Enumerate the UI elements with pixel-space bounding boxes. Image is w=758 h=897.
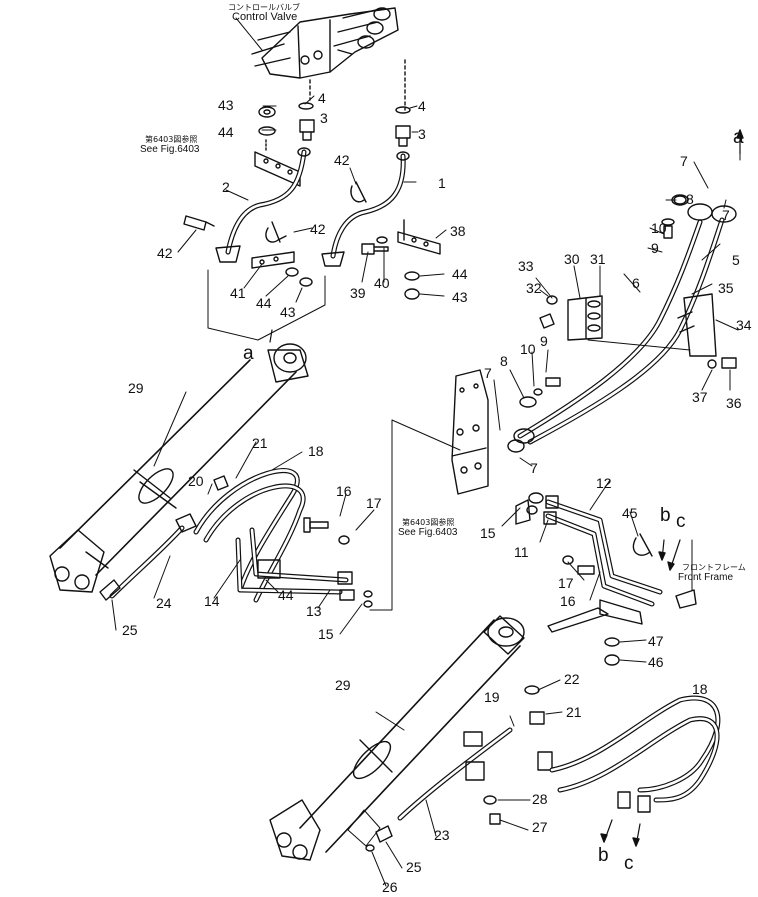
part-number-label: 19 [484,689,500,705]
part-number-label: 36 [726,395,742,411]
boom-cylinder-upper [49,343,309,593]
part-number-label: 43 [280,304,296,320]
part-number-label: 29 [335,677,351,693]
part-number-label: 4 [318,90,326,106]
part-number-label: 37 [692,389,708,405]
part-number-label: 44 [218,124,234,140]
part-number-label: 31 [590,251,606,267]
part-number-label: 2 [222,179,230,195]
part-number-label: 33 [518,258,534,274]
part-number-label: 18 [308,443,324,459]
part-number-label: 22 [564,671,580,687]
boom-cylinder-lower [269,615,525,861]
part-number-label: 9 [651,240,659,256]
part-number-label: 17 [366,495,382,511]
ref-letter-c-bot: c [624,853,634,874]
part-number-label: 7 [484,365,492,381]
part-number-label: 8 [686,191,694,207]
part-number-label: 16 [560,593,576,609]
part-number-label: 15 [480,525,496,541]
part-number-label: 44 [452,266,468,282]
part-number-label: 10 [651,220,667,236]
part-number-label: 38 [450,223,466,239]
ref-letter-a-top: a [733,127,744,148]
control-valve-caption: Control Valve [232,11,298,23]
part-number-label: 7 [530,460,538,476]
ref-letter-c-mid: c [676,511,686,532]
part-number-label: 16 [336,483,352,499]
part-number-label: 44 [278,587,294,603]
part-number-label: 46 [648,654,664,670]
see-fig-caption-top: See Fig.6403 [140,144,200,155]
part-number-label: 39 [350,285,366,301]
part-number-label: 15 [318,626,334,642]
part-number-label: 42 [157,245,173,261]
part-number-label: 5 [732,252,740,268]
part-number-label: 32 [526,280,542,296]
part-number-label: 42 [334,152,350,168]
part-number-label: 34 [736,317,752,333]
part-number-label: 25 [406,859,422,875]
see-fig-caption-mid: See Fig.6403 [398,527,458,538]
front-frame-caption-jp: フロントフレーム [682,563,746,572]
part-number-label: 25 [122,622,138,638]
part-number-label: 12 [596,475,612,491]
part-number-label: 13 [306,603,322,619]
part-number-label: 30 [564,251,580,267]
part-number-label: 42 [310,221,326,237]
part-number-label: 18 [692,681,708,697]
part-number-label: 14 [204,593,220,609]
part-number-label: 7 [722,207,730,223]
ref-letter-b-bot: b [598,845,609,866]
see-fig-caption-jp-top: 第6403図参照 [145,135,198,144]
part-number-label: 7 [680,153,688,169]
part-number-label: 43 [452,289,468,305]
part-number-label: 3 [418,126,426,142]
part-number-label: 45 [622,505,638,521]
part-number-label: 3 [320,110,328,126]
ref-letter-b-mid: b [660,505,671,526]
part-number-label: 35 [718,280,734,296]
part-number-label: 47 [648,633,664,649]
part-number-label: 29 [128,380,144,396]
control-valve [235,7,399,79]
part-number-label: 41 [230,285,246,301]
part-number-label: 20 [188,473,204,489]
part-number-label: 24 [156,595,172,611]
part-number-label: 26 [382,879,398,895]
part-number-label: 43 [218,97,234,113]
part-number-label: 9 [540,333,548,349]
part-number-label: 21 [252,435,268,451]
part-number-label: 40 [374,275,390,291]
part-number-label: 8 [500,353,508,369]
part-number-label: 10 [520,341,536,357]
part-number-label: 28 [532,791,548,807]
part-number-label: 17 [558,575,574,591]
part-number-label: 4 [418,98,426,114]
front-frame-caption: Front Frame [678,572,734,583]
control-valve-caption-jp: コントロールバルブ [228,3,300,12]
see-fig-caption-jp-mid: 第6403図参照 [402,518,455,527]
ref-letter-a-mid: a [243,343,254,364]
part-number-label: 1 [438,175,446,191]
part-number-label: 21 [566,704,582,720]
block-mount [451,369,489,495]
part-number-label: 23 [434,827,450,843]
part-number-label: 44 [256,295,272,311]
part-number-label: 6 [632,275,640,291]
part-number-label: 27 [532,819,548,835]
part-number-label: 11 [514,544,529,560]
